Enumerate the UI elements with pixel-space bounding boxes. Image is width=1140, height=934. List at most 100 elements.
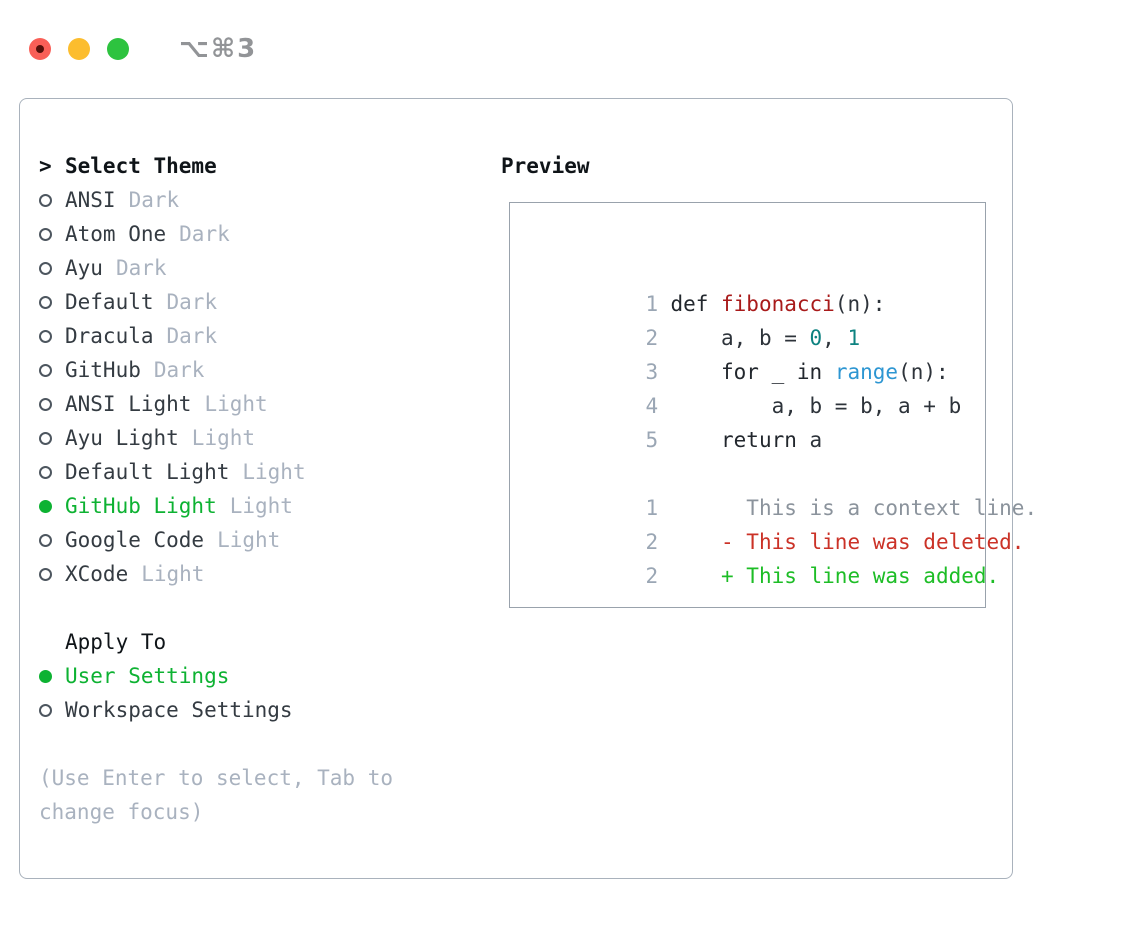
line-number: 5 bbox=[645, 428, 659, 452]
diff-text: - This line was deleted. bbox=[670, 530, 1025, 554]
line-number: 2 bbox=[645, 564, 659, 588]
diff-added-line: 2 + This line was added. bbox=[519, 525, 999, 588]
code-token bbox=[670, 428, 721, 452]
theme-name: GitHub Light bbox=[65, 494, 217, 518]
code-token: 0 bbox=[809, 326, 823, 350]
theme-name: ANSI bbox=[65, 188, 116, 212]
theme-option-google-code-light[interactable]: Google Code Light bbox=[39, 523, 491, 557]
theme-variant-badge: Light bbox=[242, 460, 306, 484]
theme-variant-badge: Dark bbox=[166, 324, 218, 348]
keyboard-hint-line-1: (Use Enter to select, Tab to bbox=[39, 766, 394, 790]
theme-option-ayu-dark[interactable]: Ayu Dark bbox=[39, 251, 491, 285]
code-token: return bbox=[721, 428, 797, 452]
apply-to-header: Apply To bbox=[39, 625, 491, 659]
code-token: a bbox=[796, 428, 823, 452]
theme-variant-badge: Light bbox=[141, 562, 205, 586]
theme-option-default-dark[interactable]: Default Dark bbox=[39, 285, 491, 319]
keyboard-hint-line-2: change focus) bbox=[39, 800, 204, 824]
code-line: 4 a, b = b, a + b bbox=[519, 355, 985, 418]
radio-icon bbox=[39, 363, 52, 377]
apply-option-user-settings[interactable]: User Settings bbox=[39, 659, 491, 693]
line-number: 4 bbox=[645, 394, 659, 418]
theme-variant-badge: Dark bbox=[179, 222, 230, 246]
radio-icon bbox=[39, 533, 52, 547]
radio-icon bbox=[39, 261, 52, 275]
radio-icon bbox=[39, 703, 52, 717]
theme-name: Default Light bbox=[65, 460, 230, 484]
theme-list-header: > Select Theme bbox=[39, 149, 491, 183]
theme-variant-badge: Dark bbox=[153, 358, 205, 382]
apply-option-label: Workspace Settings bbox=[65, 698, 293, 722]
radio-selected-icon bbox=[39, 669, 52, 683]
code-token: a, b = b, a + b bbox=[670, 394, 962, 418]
code-line: 2 a, b = 0, 1 bbox=[519, 287, 985, 350]
theme-name: Atom One bbox=[65, 222, 167, 246]
radio-icon bbox=[39, 227, 52, 241]
theme-option-ansi-dark[interactable]: ANSI Dark bbox=[39, 183, 491, 217]
code-token: a, b = bbox=[670, 326, 810, 350]
code-token bbox=[670, 360, 721, 384]
theme-name: XCode bbox=[65, 562, 129, 586]
titlebar: ⌥⌘3 bbox=[0, 0, 1140, 98]
theme-name: Default bbox=[65, 290, 154, 314]
radio-icon bbox=[39, 329, 52, 343]
radio-icon bbox=[39, 295, 52, 309]
line-number: 1 bbox=[645, 496, 659, 520]
theme-variant-badge: Light bbox=[204, 392, 268, 416]
theme-option-atom-one-dark[interactable]: Atom One Dark bbox=[39, 217, 491, 251]
theme-variant-badge: Dark bbox=[115, 256, 167, 280]
theme-option-github-dark[interactable]: GitHub Dark bbox=[39, 353, 491, 387]
code-token bbox=[822, 360, 835, 384]
theme-name: Dracula bbox=[65, 324, 154, 348]
diff-deleted-line: 2 - This line was deleted. bbox=[519, 491, 1024, 554]
theme-name: ANSI Light bbox=[65, 392, 192, 416]
theme-option-ansi-light[interactable]: ANSI Light Light bbox=[39, 387, 491, 421]
apply-option-label: User Settings bbox=[65, 664, 230, 688]
code-token: in bbox=[796, 360, 823, 384]
theme-option-default-light[interactable]: Default Light Light bbox=[39, 455, 491, 489]
theme-variant-badge: Light bbox=[217, 528, 281, 552]
preview-title: Preview bbox=[501, 154, 590, 178]
theme-option-dracula-dark[interactable]: Dracula Dark bbox=[39, 319, 491, 353]
code-token: _ bbox=[758, 360, 797, 384]
theme-name: GitHub bbox=[65, 358, 141, 382]
theme-name: Ayu bbox=[65, 256, 103, 280]
theme-variant-badge: Light bbox=[191, 426, 256, 450]
close-button[interactable] bbox=[29, 38, 51, 60]
apply-to-title: Apply To bbox=[65, 630, 167, 654]
diff-text: This is a context line. bbox=[670, 496, 1038, 520]
line-number: 2 bbox=[645, 326, 659, 350]
theme-option-ayu-light[interactable]: Ayu Light Light bbox=[39, 421, 491, 455]
theme-list-title: Select Theme bbox=[65, 154, 217, 178]
radio-selected-icon bbox=[39, 499, 52, 513]
theme-option-xcode-light[interactable]: XCode Light bbox=[39, 557, 491, 591]
theme-name: Google Code bbox=[65, 528, 205, 552]
line-number: 1 bbox=[645, 292, 659, 316]
theme-option-github-light[interactable]: GitHub Light Light bbox=[39, 489, 491, 523]
spacer bbox=[39, 727, 491, 761]
line-number: 2 bbox=[645, 530, 659, 554]
radio-icon bbox=[39, 397, 52, 411]
code-line: 5 return a bbox=[519, 389, 985, 452]
radio-icon bbox=[39, 567, 52, 581]
code-token: def bbox=[670, 292, 722, 316]
prompt-icon: > bbox=[39, 154, 52, 178]
theme-list-pane: > Select Theme ANSI Dark Atom One Dark A… bbox=[20, 99, 491, 878]
minimize-button[interactable] bbox=[68, 38, 90, 60]
radio-icon bbox=[39, 193, 52, 207]
spacer bbox=[39, 591, 491, 625]
code-token: , bbox=[822, 326, 848, 350]
zoom-button[interactable] bbox=[107, 38, 129, 60]
theme-variant-badge: Dark bbox=[128, 188, 180, 212]
code-token: (n): bbox=[834, 292, 886, 316]
theme-variant-badge: Dark bbox=[166, 290, 218, 314]
diff-context-line: 1 This is a context line. bbox=[519, 457, 1037, 520]
line-number: 3 bbox=[645, 360, 659, 384]
apply-option-workspace-settings[interactable]: Workspace Settings bbox=[39, 693, 491, 727]
code-token: (n): bbox=[898, 360, 949, 384]
code-line: 3 for _ in range(n): bbox=[519, 321, 985, 384]
